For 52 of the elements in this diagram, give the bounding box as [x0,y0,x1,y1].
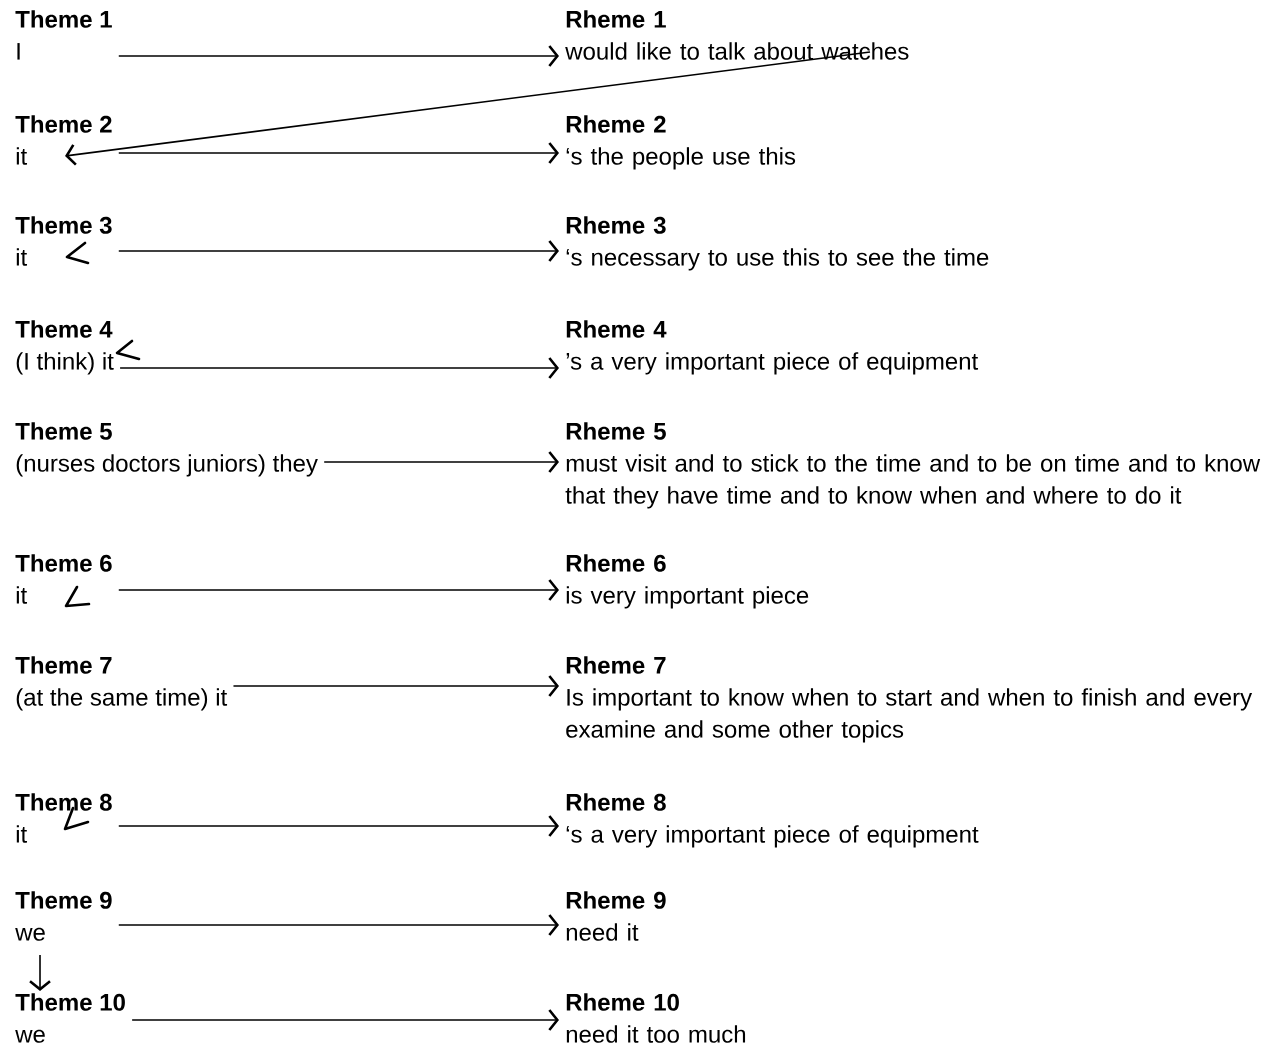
arrow [119,357,559,379]
section-heading: Theme 4 [15,320,113,338]
section-heading: Theme 8 [15,793,112,811]
phrase-text: we [15,1029,45,1043]
section-heading: Rheme 4 [566,320,667,338]
section-heading: Theme 3 [15,216,112,234]
phrase-text: I [17,43,20,60]
section-heading: Theme 6 [15,554,112,572]
phrase-text: it [16,825,28,843]
phrase-text: (at the same time) it [16,688,228,711]
arrow [118,142,559,164]
arrow [118,45,559,67]
phrase-text: Is important to know when to start and when to finish and every examine and some other topics [566,688,1253,743]
phrase-text: ‘s the people use this [566,147,796,170]
arrow [118,815,559,837]
section-heading: Theme 2 [15,115,112,133]
arrow [232,675,559,697]
phrase-text: it [16,248,28,266]
section-heading: Theme 1 [15,10,112,28]
phrase-text: we [15,927,45,941]
section-heading: Rheme 9 [566,891,666,909]
section-heading: Theme 7 [15,656,112,674]
section-heading: Rheme 1 [566,10,666,28]
phrase-text: it [16,586,28,604]
phrase-text: is very important piece [566,586,809,609]
phrase-text: ’s a very important piece of equipment [566,352,979,375]
phrase-text: ‘s a very important piece of equipment [566,825,979,848]
section-heading: Rheme 7 [566,656,666,674]
arrow [131,1009,559,1031]
section-heading: Rheme 2 [566,115,666,133]
phrase-text: (I think) it [16,352,114,375]
arrow [323,451,559,473]
section-heading: Rheme 6 [566,554,666,572]
arrow [118,914,559,936]
phrase-text: it [16,147,28,165]
phrase-text: need it [566,923,639,941]
arrow [29,954,51,991]
section-heading: Theme 5 [15,422,112,440]
arrow [118,579,559,601]
section-heading: Theme 10 [15,993,125,1011]
phrase-text: (nurses doctors juniors) they [16,454,318,477]
arrow [118,240,559,262]
phrase-text: ‘s necessary to use this to see the time [566,248,989,271]
phrase-text: must visit and to stick to the time and to be on time and to know that they have time and to know when and where to do it [565,454,1261,509]
section-heading: Rheme 5 [566,422,666,440]
section-heading: Rheme 3 [566,216,666,234]
section-heading: Rheme 10 [566,993,679,1011]
arrow [65,51,871,166]
phrase-text: need it too much [566,1025,746,1043]
section-heading: Theme 9 [15,891,112,909]
section-heading: Rheme 8 [566,793,666,811]
phrase-text: would like to talk about watches [565,42,909,60]
